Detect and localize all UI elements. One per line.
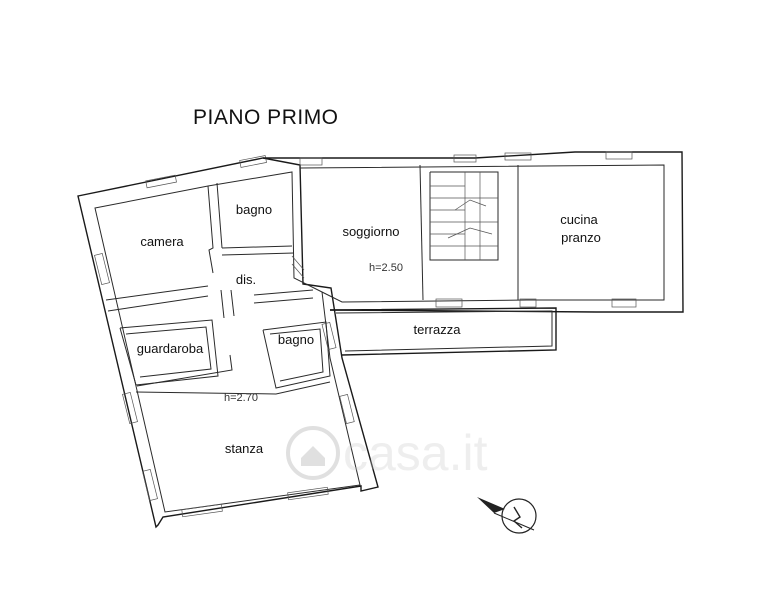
north-arrow-icon (477, 497, 537, 534)
ceiling-height-right: h=2.50 (369, 262, 403, 274)
room-label-stanza: stanza (225, 441, 264, 456)
plan-title: PIANO PRIMO (193, 106, 339, 129)
terrazza-balcony (329, 307, 557, 356)
room-label-soggiorno: soggiorno (342, 224, 399, 239)
room-label-terrazza: terrazza (414, 322, 462, 337)
room-label-guardaroba: guardaroba (137, 341, 204, 356)
right-wing-walls (263, 151, 684, 313)
watermark-text: casa.it (343, 425, 488, 481)
ceiling-height-left: h=2.70 (224, 392, 258, 404)
room-label-bagno-mid: bagno (278, 332, 314, 347)
room-label-bagno-top: bagno (236, 202, 272, 217)
room-label-dis: dis. (236, 272, 256, 287)
watermark: casa.it (286, 425, 488, 481)
staircase (430, 172, 498, 260)
room-label-camera: camera (140, 234, 184, 249)
room-label-cucina: cucina (560, 212, 598, 227)
room-label-pranzo: pranzo (561, 230, 601, 245)
left-wing-walls (77, 155, 379, 529)
